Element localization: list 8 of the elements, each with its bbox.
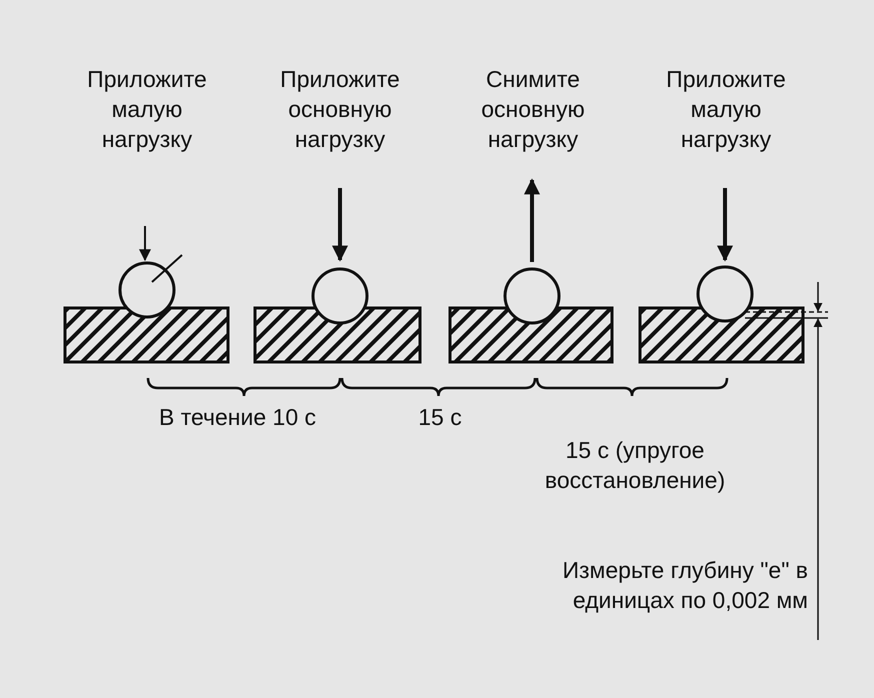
- duration-label: 15 с: [417, 403, 463, 432]
- duration-label: В течение 10 с: [158, 403, 317, 432]
- measurement-note: Измерьте глубину "е" в единицах по 0,002 мм: [561, 556, 808, 615]
- instruction-text: Приложите малую нагрузку: [86, 65, 208, 154]
- duration-label: 15 с (упругое восстановление): [544, 436, 726, 495]
- instruction-text: Приложите основную нагрузку: [279, 65, 401, 154]
- instruction-text: Снимите основную нагрузку: [480, 65, 586, 154]
- instruction-text: Приложите малую нагрузку: [665, 65, 787, 154]
